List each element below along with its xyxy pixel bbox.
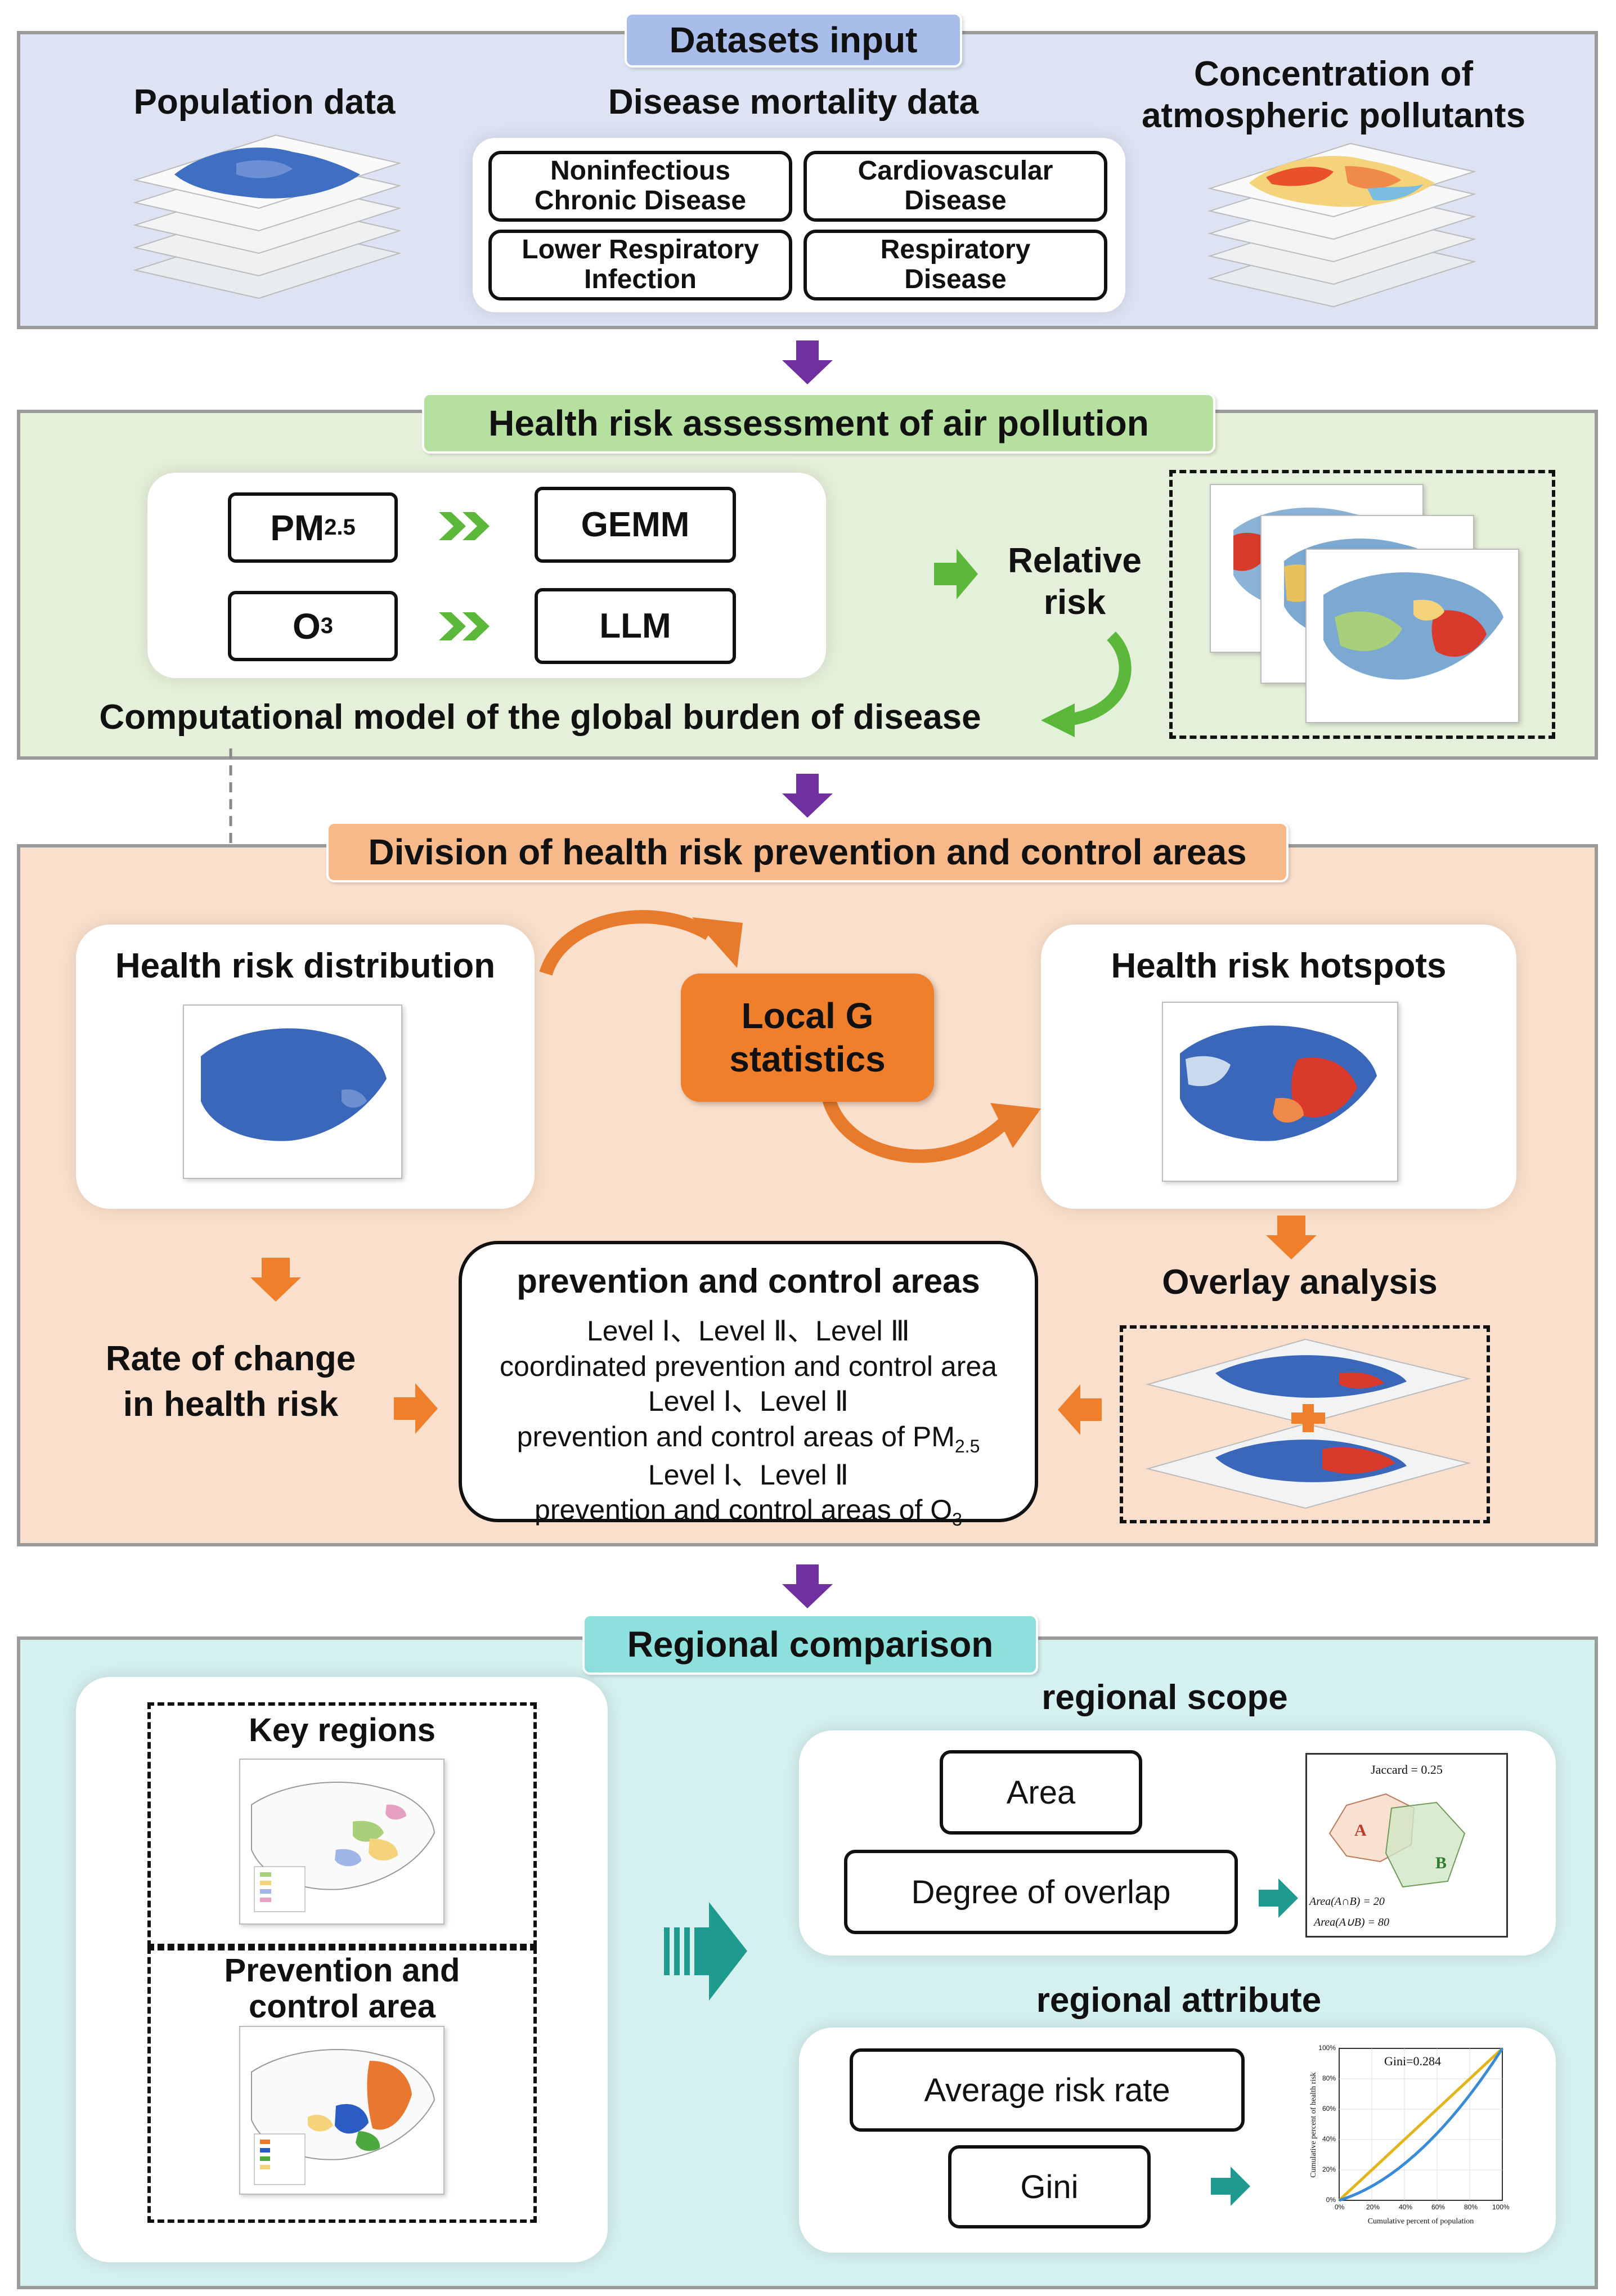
- local-g-box: Local G statistics: [681, 974, 934, 1102]
- right-arrow-icon: [934, 549, 978, 599]
- llm-box: LLM: [535, 588, 736, 664]
- gini-ylabel: Cumulative percent of health risk: [1309, 2072, 1318, 2178]
- left-arrow-orange: [1058, 1384, 1102, 1435]
- hotspots-map: [1162, 1002, 1398, 1182]
- distribution-map: [183, 1004, 402, 1179]
- key-regions-frame: [147, 1702, 537, 1947]
- overlay-label: Overlay analysis: [1162, 1263, 1438, 1302]
- small-right-arrow-2: [1211, 2167, 1250, 2206]
- jaccard-label: Jaccard = 0.25: [1371, 1763, 1443, 1777]
- gini-yticks: 100% 80% 60% 40% 20% 0%: [1318, 2044, 1336, 2204]
- regional-title: Regional comparison: [582, 1614, 1038, 1675]
- gini-figure: Gini=0.284 100% 80% 60% 40% 20% 0% 0% 20…: [1305, 2043, 1514, 2234]
- distribution-label: Health risk distribution: [115, 947, 496, 985]
- gini-box: Gini: [948, 2145, 1151, 2228]
- double-chevron-icon: [439, 612, 490, 640]
- population-map-stack: [133, 134, 402, 299]
- regional-attribute-label: regional attribute: [1036, 1981, 1322, 2020]
- overlay-frame: [1120, 1325, 1490, 1523]
- key-regions-label: Key regions: [249, 1712, 436, 1748]
- key-regions-map: [239, 1759, 445, 1925]
- down-arrow-2: [782, 774, 833, 818]
- overlay-maps: [1146, 1338, 1471, 1509]
- down-arrow-orange-left: [250, 1258, 301, 1302]
- avg-risk-box: Average risk rate: [850, 2048, 1245, 2132]
- pca-region-map: [239, 2026, 445, 2195]
- overlap-box: Degree of overlap: [844, 1850, 1238, 1934]
- pollutant-map-stack: [1207, 142, 1476, 308]
- rate-of-change-label: Rate of change in health risk: [105, 1339, 356, 1424]
- pca-frame: [147, 1947, 537, 2223]
- pca-region-label: Prevention and control area: [224, 1952, 460, 2025]
- datasets-title: Datasets input: [625, 12, 962, 68]
- regional-scope-label: regional scope: [1042, 1678, 1288, 1717]
- jaccard-figure: Jaccard = 0.25 A B Area(A∩B) = 20 Area(A…: [1305, 1753, 1508, 1938]
- division-title: Division of health risk prevention and c…: [326, 822, 1289, 882]
- relative-risk-label: Relative risk: [1008, 541, 1142, 622]
- pca-title: prevention and control areas: [517, 1262, 980, 1300]
- area-box: Area: [940, 1750, 1142, 1835]
- small-right-arrow-1: [1259, 1878, 1298, 1918]
- gemm-box: GEMM: [535, 487, 736, 563]
- disease-label: Disease mortality data: [608, 83, 979, 122]
- down-arrow-3: [782, 1564, 833, 1608]
- down-arrow-1: [782, 340, 833, 384]
- union-label: Area(A∪B) = 80: [1314, 1916, 1390, 1929]
- gini-value-label: Gini=0.284: [1384, 2054, 1442, 2068]
- population-label: Population data: [133, 83, 396, 122]
- big-right-arrow: [664, 1902, 747, 2001]
- health-risk-title: Health risk assessment of air pollution: [422, 393, 1215, 454]
- venn-b-label: B: [1435, 1854, 1447, 1872]
- double-chevron-icon: [439, 512, 490, 540]
- hotspots-label: Health risk hotspots: [1111, 947, 1447, 985]
- gini-xticks: 0% 20% 40% 60% 80% 100%: [1335, 2203, 1510, 2211]
- relative-risk-map-3: [1305, 549, 1519, 723]
- curved-arrow-bottom: [820, 1090, 1041, 1163]
- lower-respiratory-box: Lower Respiratory Infection: [488, 230, 792, 301]
- intersection-label: Area(A∩B) = 20: [1309, 1895, 1385, 1908]
- pollutants-label: Concentration of atmospheric pollutants: [1141, 55, 1526, 136]
- down-arrow-orange-right: [1266, 1216, 1317, 1259]
- noninfectious-box: Noninfectious Chronic Disease: [488, 151, 792, 222]
- relative-risk-maps-frame: [1169, 470, 1555, 739]
- cardiovascular-box: Cardiovascular Disease: [803, 151, 1107, 222]
- curved-arrow-top: [539, 910, 743, 976]
- respiratory-box: Respiratory Disease: [803, 230, 1107, 301]
- model-label: Computational model of the global burden…: [99, 698, 981, 737]
- venn-a-label: A: [1354, 1821, 1367, 1840]
- gini-xlabel: Cumulative percent of population: [1367, 2217, 1474, 2226]
- pca-box: prevention and control areas Level Ⅰ、Lev…: [459, 1241, 1038, 1530]
- curved-return-arrow: [1041, 631, 1132, 737]
- right-arrow-orange: [394, 1383, 438, 1434]
